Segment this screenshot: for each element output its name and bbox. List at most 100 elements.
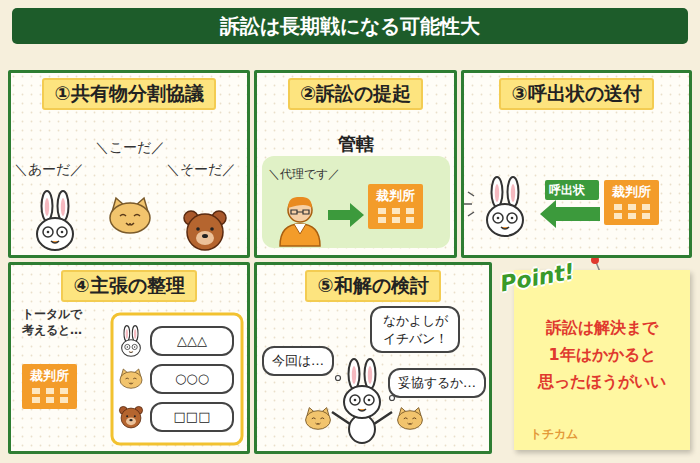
panel-ground	[254, 70, 457, 258]
court-label: 裁判所	[22, 364, 77, 386]
rabbit-ear	[508, 177, 519, 207]
speech-label: ＼こーだ／	[95, 138, 165, 157]
speech-bubble: △△△	[150, 326, 234, 356]
bear-eye	[126, 415, 128, 417]
rabbit-ear-inner	[495, 184, 499, 202]
rabbit-eye	[511, 217, 514, 220]
rabbit-figure	[122, 326, 141, 357]
speech-bubble: ○○○	[150, 364, 234, 394]
court-window	[46, 397, 54, 403]
rabbit-ear	[42, 191, 53, 221]
panel-ground	[461, 70, 692, 258]
rabbit-ear	[132, 326, 138, 342]
bear-head	[121, 408, 141, 428]
jurisdiction-box: 管轄裁判所	[262, 132, 450, 250]
panel-ground	[8, 262, 250, 454]
court-window	[60, 388, 68, 394]
rabbit-ear-inner	[134, 329, 136, 338]
arrow-label: 呼出状	[549, 182, 585, 198]
bear-eye	[196, 227, 200, 231]
panel-heading: ②訴訟の提起	[288, 78, 423, 110]
step-panel: ⑤和解の検討なかよしが イチバン！今回は…妥協するか…	[254, 262, 492, 454]
watermark: トチカム	[530, 426, 578, 442]
rabbit-ear-inner	[61, 198, 65, 216]
court-label: 裁判所	[368, 184, 423, 206]
cat-face	[126, 378, 137, 384]
cat-head	[120, 372, 142, 389]
court-window	[60, 397, 68, 403]
rabbit-eye	[134, 346, 135, 347]
rabbit-body	[349, 415, 375, 443]
panel-ground	[8, 70, 250, 258]
speech-bubble: 妥協するか…	[388, 368, 486, 398]
rabbit-ear	[349, 359, 360, 389]
court-windows	[28, 386, 72, 406]
bear-figure	[119, 406, 142, 427]
cat-face	[404, 418, 416, 425]
lawyer-body	[280, 224, 320, 246]
panel-heading: ①共有物分割協議	[42, 78, 215, 110]
panel-ground	[254, 262, 492, 454]
speech-bubble: □□□	[150, 402, 234, 432]
rabbit-head	[37, 218, 73, 250]
bubble-text: ○○○	[175, 370, 209, 388]
panel-heading: ③呼出状の送付	[499, 78, 653, 110]
court-window	[642, 213, 650, 219]
court-window	[392, 217, 400, 223]
step-panel: ③呼出状の送付裁判所	[461, 70, 692, 258]
panel-heading: ④主張の整理	[61, 270, 196, 302]
rabbit-eye	[47, 231, 50, 234]
court-box: 裁判所	[368, 184, 423, 229]
rabbit-ear-inner	[511, 184, 515, 202]
cat-figure	[110, 198, 150, 233]
step-panel: ②訴訟の提起管轄裁判所	[254, 70, 457, 258]
court-window	[642, 204, 650, 210]
rabbit-glasses	[350, 395, 360, 405]
panel-heading: ⑤和解の検討	[305, 270, 440, 302]
bear-eye	[134, 415, 136, 417]
point-note: Point!訴訟は解決まで 1年はかかると 思ったほうがいい	[514, 270, 690, 450]
court-window	[392, 208, 400, 214]
cat-face	[312, 418, 324, 425]
rabbit-head	[344, 386, 380, 418]
bear-nose	[129, 419, 132, 421]
bubble-text: △△△	[177, 332, 207, 350]
summons-arrow	[540, 200, 600, 228]
cat-figure	[120, 369, 142, 388]
lawyer-collar	[294, 224, 306, 234]
court-window	[614, 204, 622, 210]
court-window	[46, 388, 54, 394]
court-window	[378, 217, 386, 223]
rabbit-mouth	[501, 227, 509, 229]
court-windows	[610, 202, 654, 222]
bear-eye	[210, 227, 214, 231]
claims-frame	[112, 314, 242, 444]
jurisdiction-area	[262, 156, 450, 248]
court-windows	[374, 206, 418, 226]
rabbit-mouth	[129, 352, 133, 353]
rabbit-ear	[492, 177, 503, 207]
bubble-text: □□□	[174, 408, 211, 426]
court-box: 裁判所	[22, 364, 77, 409]
court-window	[32, 397, 40, 403]
court-label: 裁判所	[604, 180, 659, 202]
rabbit-ear	[124, 326, 130, 342]
area-heading: 管轄	[338, 132, 374, 156]
rabbit-mouth	[358, 409, 366, 411]
speech-label: トータルで 考えると…	[22, 306, 89, 338]
rabbit-glasses	[43, 227, 53, 237]
rabbit-ear	[58, 191, 69, 221]
speech-label: ＼あーだ／	[14, 160, 84, 179]
rabbit-ear	[365, 359, 376, 389]
rabbit-ear-inner	[368, 366, 372, 384]
rabbit-eye	[127, 346, 128, 347]
rabbit-glasses	[125, 344, 130, 349]
pin-head	[591, 256, 599, 264]
bear-head	[187, 214, 223, 250]
bear-figure	[184, 211, 226, 250]
court-window	[614, 213, 622, 219]
bubble-text: なかよしが イチバン！	[380, 312, 450, 347]
title-text: 訴訟は長期戦になる可能性大	[12, 8, 688, 44]
